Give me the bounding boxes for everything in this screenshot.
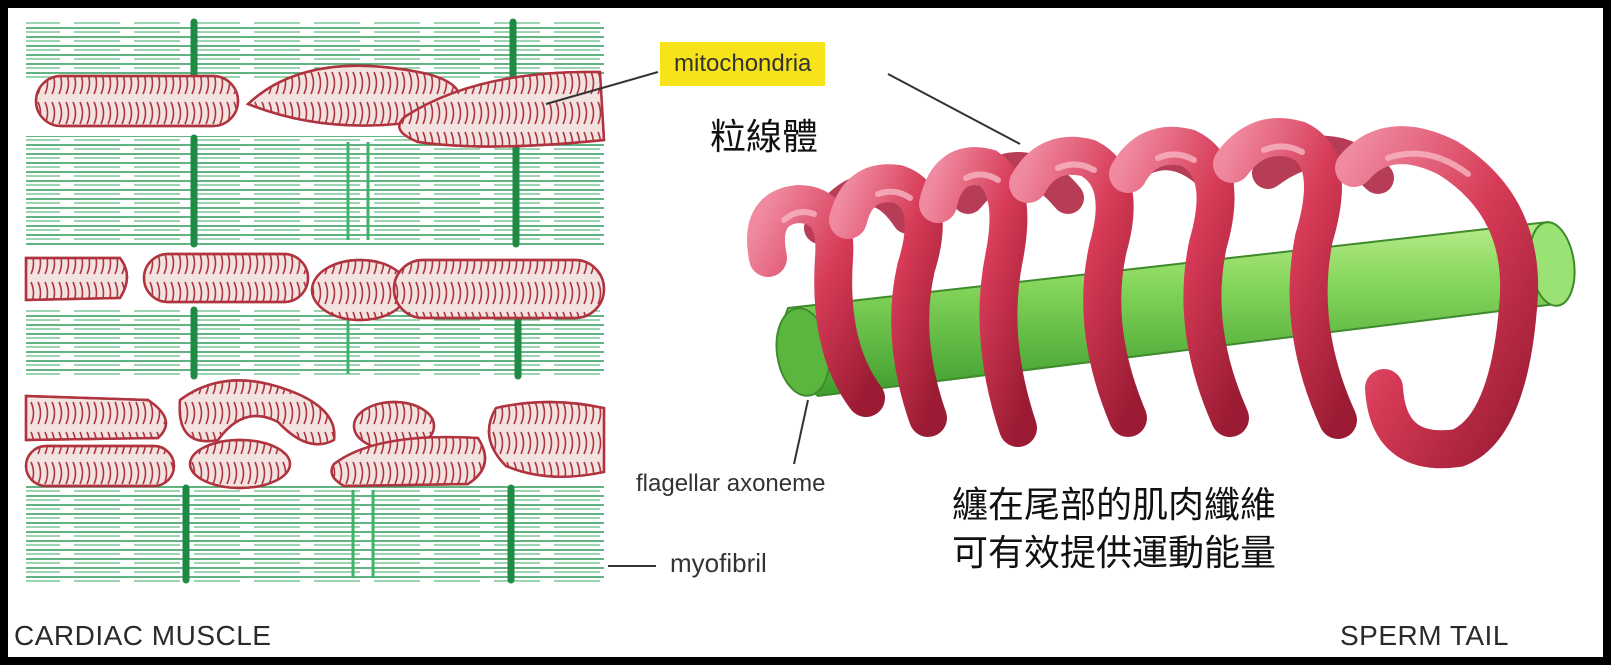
mitochondrion-cristae [36, 76, 238, 126]
mitochondrion-cristae [489, 402, 604, 477]
diagram-panel: mitochondria 粒線體 flagellar axoneme myofi… [8, 8, 1603, 657]
mitochondrion-cristae [190, 440, 290, 488]
mitochondrion-cristae [332, 437, 486, 486]
mitochondrion-cristae [180, 380, 335, 444]
flagellar-axoneme-label: flagellar axoneme [636, 470, 825, 498]
chinese-note-line-2: 可有效提供運動能量 [952, 530, 1276, 578]
mitochondrion-cristae [394, 260, 604, 318]
myofibril-label: myofibril [670, 548, 767, 579]
cardiac-mitochondria [26, 66, 604, 488]
diagram-artwork [8, 8, 1603, 657]
chinese-note: 纏在尾部的肌肉纖維 可有效提供運動能量 [952, 482, 1276, 578]
cardiac-muscle-caption: CARDIAC MUSCLE [14, 620, 271, 652]
axoneme-leader [794, 400, 808, 464]
sperm-tail [766, 137, 1580, 449]
mitochondria-chinese-label: 粒線體 [710, 108, 818, 160]
mitochondrion-cristae [26, 258, 127, 300]
myofibril-band-4 [26, 486, 604, 582]
mitochondrion-cristae [26, 446, 174, 486]
mitochondria-leader-right [888, 74, 1020, 144]
mitochondria-label: mitochondria [660, 42, 825, 86]
mitochondrion-cristae [144, 254, 308, 302]
chinese-note-line-1: 纏在尾部的肌肉纖維 [952, 482, 1276, 530]
sperm-tail-caption: SPERM TAIL [1340, 620, 1509, 652]
mitochondrion-cristae [26, 396, 166, 440]
